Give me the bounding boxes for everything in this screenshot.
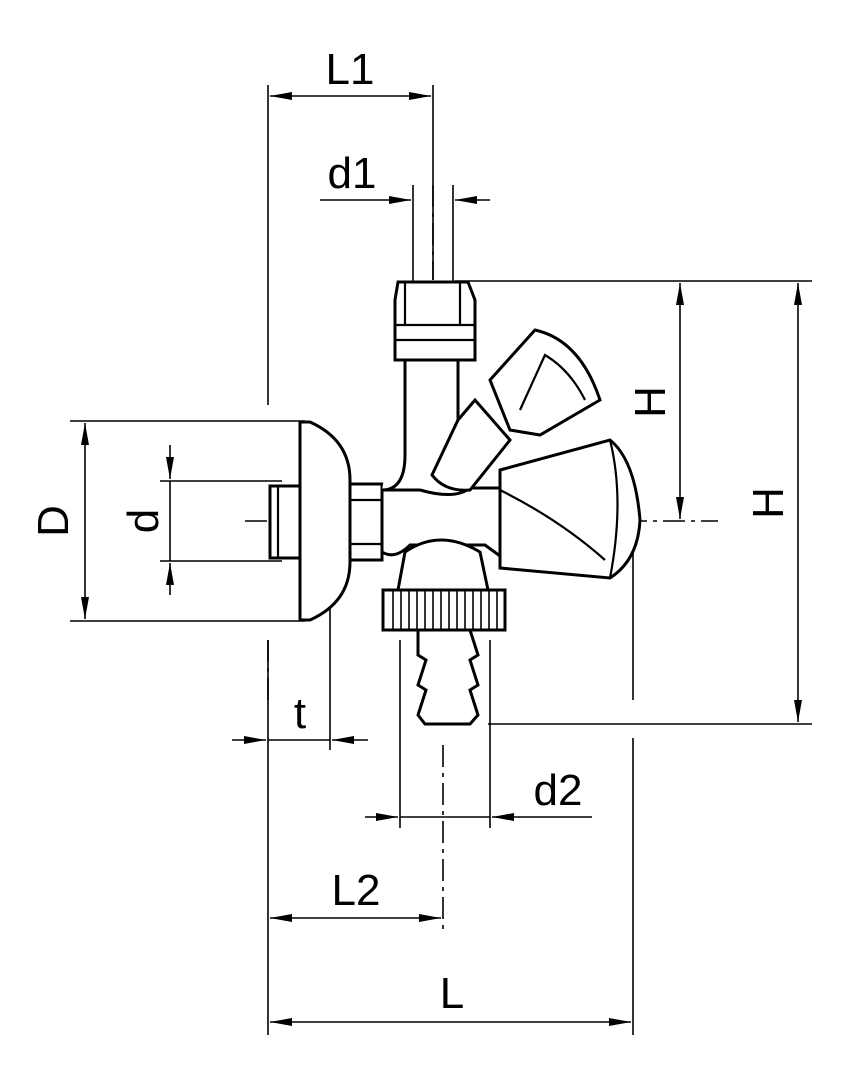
label-H-outer: H [744, 487, 793, 519]
upper-compression-nut [393, 280, 477, 362]
knurl-lines [392, 590, 498, 630]
label-D: D [29, 505, 78, 537]
label-d: d [119, 509, 168, 533]
hose-barb [416, 628, 480, 726]
label-H-inner: H [626, 386, 675, 418]
valve-body [268, 280, 642, 726]
side-shutoff-stem [430, 397, 512, 492]
inlet-thread-stub [268, 484, 302, 560]
label-t: t [294, 689, 306, 738]
main-handle [498, 438, 642, 580]
label-d1: d1 [328, 149, 377, 198]
label-L2: L2 [332, 866, 381, 915]
wall-rosette [298, 420, 352, 622]
label-d2: d2 [534, 766, 583, 815]
body-hex-nut [348, 482, 384, 562]
outlet-neck [396, 538, 490, 592]
label-L1: L1 [326, 45, 375, 94]
label-L: L [440, 969, 464, 1018]
dimension-lines [81, 92, 802, 1026]
dimension-labels: L1 d1 D d H H t d2 L2 L [29, 45, 793, 1018]
side-shutoff-knob [488, 328, 602, 437]
